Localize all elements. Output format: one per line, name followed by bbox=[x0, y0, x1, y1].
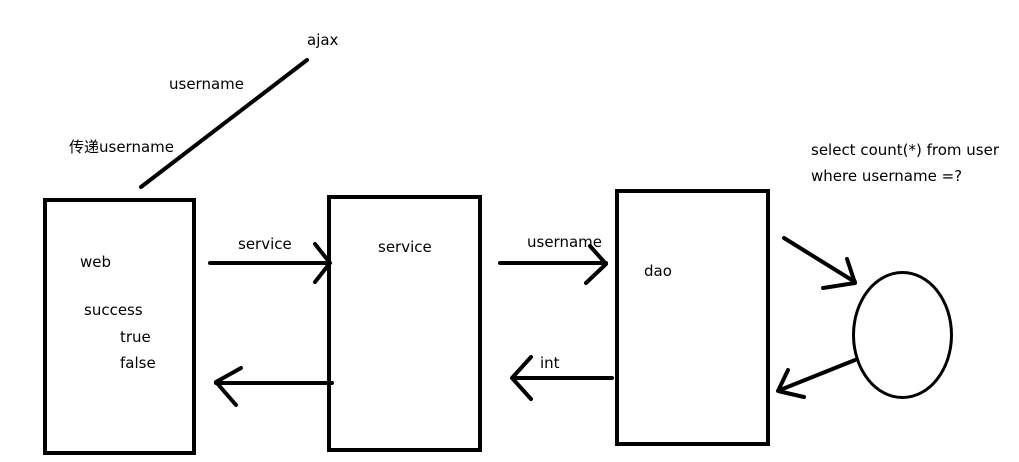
service-box-label: service bbox=[378, 238, 432, 256]
db-to-dao-arrow-shaft bbox=[778, 358, 857, 392]
service-to-web-arrow-head bbox=[214, 366, 243, 407]
ajax-line bbox=[139, 58, 309, 189]
ajax-label: ajax bbox=[307, 31, 339, 49]
false-label: false bbox=[120, 354, 156, 372]
service-arrow-label: service bbox=[238, 235, 292, 253]
db-to-dao-arrow-head bbox=[776, 368, 806, 399]
success-label: success bbox=[84, 301, 143, 319]
pass-username-label: 传递username bbox=[69, 138, 174, 156]
service-box bbox=[327, 195, 482, 452]
dao-box bbox=[615, 189, 770, 446]
web-to-service-arrow-head bbox=[313, 242, 332, 284]
true-label: true bbox=[120, 328, 151, 346]
web-box bbox=[43, 198, 196, 455]
username-arrow-label: username bbox=[527, 233, 602, 251]
sql-line2-label: where username =? bbox=[811, 167, 963, 185]
service-to-dao-arrow-head bbox=[584, 244, 608, 285]
database-ellipse bbox=[852, 271, 953, 399]
int-label: int bbox=[540, 354, 560, 372]
dao-to-db-arrow-head bbox=[821, 257, 857, 290]
web-label: web bbox=[80, 253, 112, 271]
dao-to-db-arrow-shaft bbox=[782, 236, 857, 284]
dao-label: dao bbox=[644, 262, 672, 280]
sql-line1-label: select count(*) from user bbox=[811, 141, 1000, 159]
username-top-label: username bbox=[169, 75, 244, 93]
dao-to-service-arrow-head bbox=[510, 355, 533, 401]
